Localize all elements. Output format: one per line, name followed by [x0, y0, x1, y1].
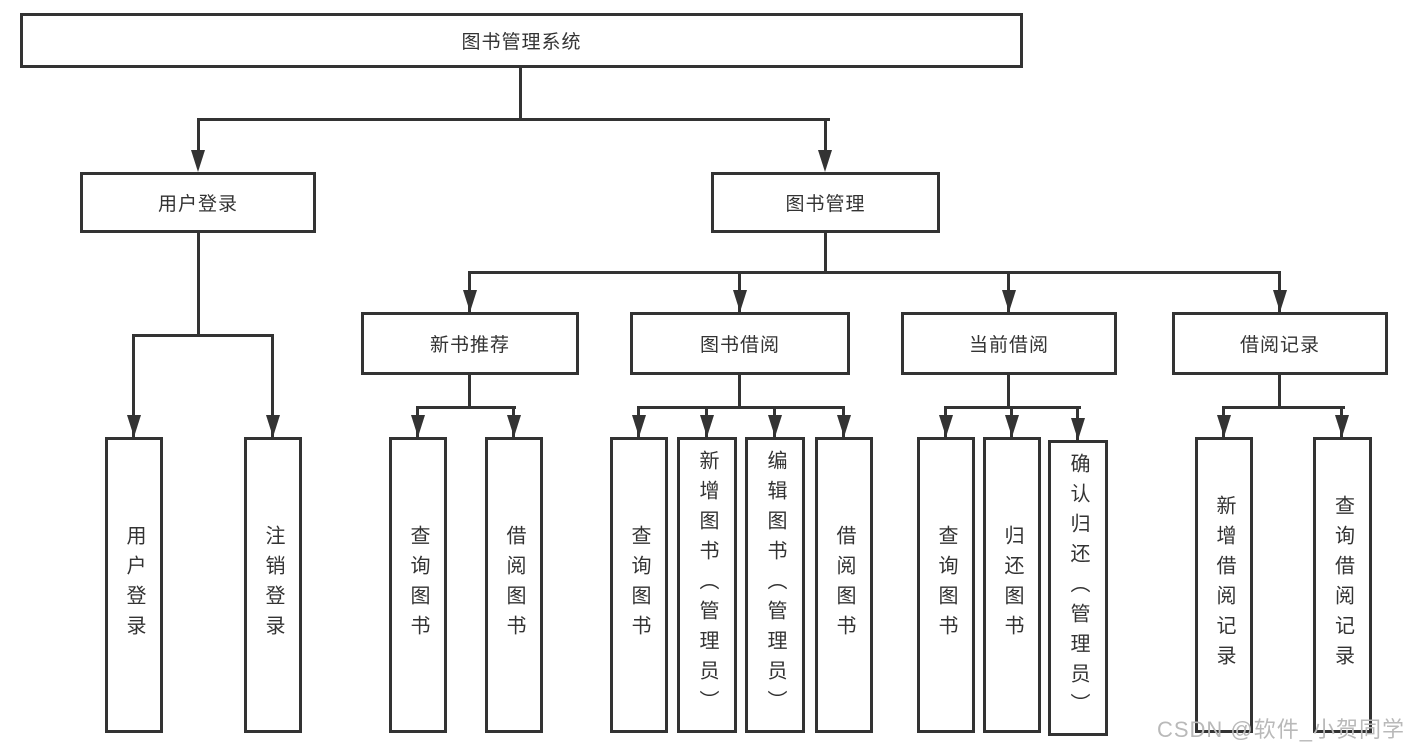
leaf-add-borrow-record: 新增借阅记录	[1195, 437, 1253, 733]
leaf-query-book-3: 查询图书	[917, 437, 975, 733]
connector-line	[824, 233, 827, 274]
node-user-login: 用户登录	[80, 172, 316, 233]
connector-arrow	[768, 415, 782, 437]
leaf-query-book-2: 查询图书	[610, 437, 668, 733]
connector-arrow	[1005, 415, 1019, 437]
connector-line	[824, 118, 827, 154]
leaf-borrow-book-1: 借阅图书	[485, 437, 543, 733]
connector-line	[1278, 375, 1281, 408]
connector-arrow	[837, 415, 851, 437]
leaf-logout: 注销登录	[244, 437, 302, 733]
node-book-borrow: 图书借阅	[630, 312, 850, 375]
connector-arrow	[191, 150, 205, 172]
node-book-management: 图书管理	[711, 172, 940, 233]
connector-line	[197, 118, 200, 154]
connector-arrow	[700, 415, 714, 437]
connector-arrow	[507, 415, 521, 437]
connector-arrow	[266, 415, 280, 437]
connector-arrow	[1217, 415, 1231, 437]
leaf-confirm-return-admin: 确认归还（管理员）	[1048, 440, 1108, 736]
node-new-book-recommend: 新书推荐	[361, 312, 579, 375]
connector-arrow	[818, 150, 832, 172]
connector-arrow	[939, 415, 953, 437]
connector-line	[637, 406, 845, 409]
connector-arrow	[1335, 415, 1349, 437]
connector-arrow	[127, 415, 141, 437]
leaf-borrow-book-2: 借阅图书	[815, 437, 873, 733]
node-root: 图书管理系统	[20, 13, 1023, 68]
connector-line	[519, 68, 522, 121]
node-current-borrow: 当前借阅	[901, 312, 1117, 375]
connector-line	[197, 233, 200, 337]
connector-arrow	[463, 290, 477, 312]
connector-line	[468, 375, 471, 408]
leaf-return-book: 归还图书	[983, 437, 1041, 733]
leaf-edit-book-admin: 编辑图书（管理员）	[745, 437, 805, 733]
connector-line	[197, 118, 830, 121]
connector-line	[1007, 375, 1010, 408]
connector-arrow	[411, 415, 425, 437]
connector-line	[132, 334, 135, 437]
connector-arrow	[1273, 290, 1287, 312]
connector-arrow	[1002, 290, 1016, 312]
connector-arrow	[632, 415, 646, 437]
watermark: CSDN @软件_小贺同学	[1156, 717, 1405, 742]
leaf-query-book-1: 查询图书	[389, 437, 447, 733]
leaf-add-book-admin: 新增图书（管理员）	[677, 437, 737, 733]
node-borrow-records: 借阅记录	[1172, 312, 1388, 375]
connector-line	[416, 406, 516, 409]
connector-line	[738, 375, 741, 408]
connector-line	[1222, 406, 1345, 409]
leaf-user-login: 用户登录	[105, 437, 163, 733]
connector-arrow	[1071, 418, 1085, 440]
connector-line	[468, 271, 1281, 274]
connector-line	[271, 334, 274, 437]
connector-arrow	[733, 290, 747, 312]
connector-line	[132, 334, 274, 337]
leaf-query-borrow-record: 查询借阅记录	[1313, 437, 1372, 733]
